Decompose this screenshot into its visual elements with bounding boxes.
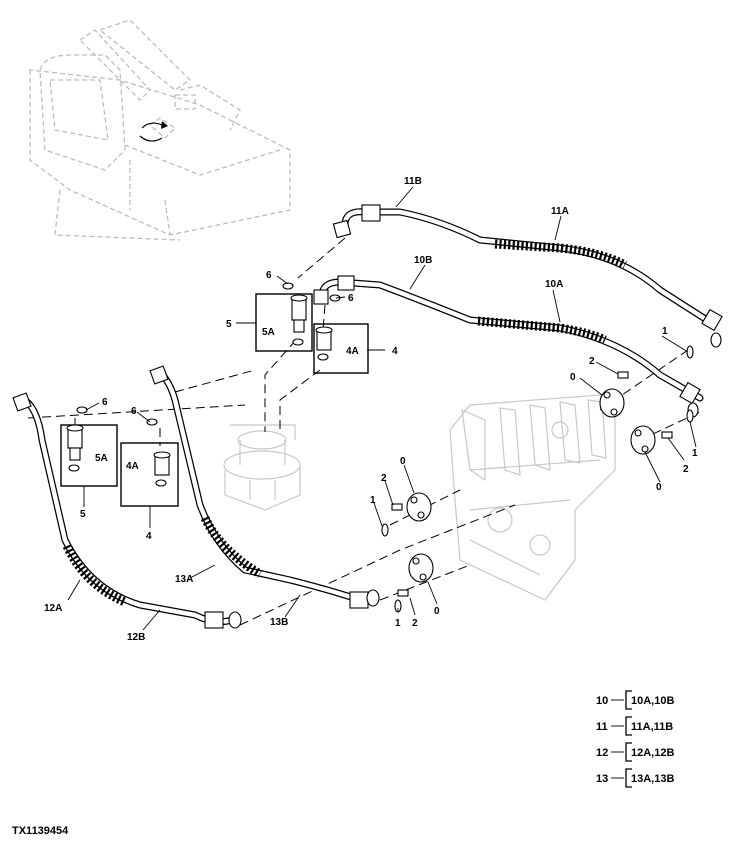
fittings (66, 282, 341, 487)
hose-12 (12, 392, 242, 629)
callout-0-middle: 0 (400, 456, 406, 467)
leader-lines (67, 186, 697, 631)
callout-0-right: 0 (656, 482, 662, 493)
legend-parts: 10A,10B (631, 695, 674, 707)
callout-10B: 10B (414, 255, 432, 266)
callout-2-lower: 2 (412, 618, 418, 629)
legend-parts: 13A,13B (631, 773, 674, 785)
callout-boxes (60, 293, 369, 507)
assembly-legend: 10 10A,10B 11 11A,11B 12 12A,12B 13 13A,… (596, 690, 674, 788)
callout-0-lower: 0 (434, 606, 440, 617)
callout-1-right: 1 (692, 448, 698, 459)
callout-6-upper-left: 6 (266, 270, 272, 281)
callout-12B: 12B (127, 632, 145, 643)
callout-5A-lower: 5A (95, 453, 108, 464)
hose-10 (313, 275, 704, 418)
excavator-outline (29, 19, 291, 241)
hose-11 (332, 204, 723, 348)
callout-4A-upper: 4A (346, 346, 359, 357)
routing-lines (27, 237, 701, 626)
callout-6-lower-left: 6 (102, 397, 108, 408)
callout-13A: 13A (175, 574, 193, 585)
legend-row: 12 12A,12B (596, 742, 674, 762)
center-joint-outline (223, 424, 301, 511)
callout-5A-upper: 5A (262, 327, 275, 338)
callout-2-middle: 2 (381, 473, 387, 484)
callout-4A-lower: 4A (126, 461, 139, 472)
callout-5-upper: 5 (226, 319, 232, 330)
legend-row: 13 13A,13B (596, 768, 674, 788)
callout-11A: 11A (551, 206, 569, 217)
callout-labels: 11B 11A 10B 10A 6 6 5 5A 4A 4 1 2 0 2 1 … (44, 176, 698, 643)
callout-1-lower: 1 (395, 618, 401, 629)
flanges (381, 345, 694, 613)
callout-6-lower-right: 6 (131, 406, 137, 417)
callout-0-upper-right: 0 (570, 372, 576, 383)
legend-number: 10 (596, 695, 608, 707)
callout-10A: 10A (545, 279, 563, 290)
legend-row: 10 10A,10B (596, 690, 674, 710)
callout-1-upper-right: 1 (662, 326, 668, 337)
callout-12A: 12A (44, 603, 62, 614)
legend-parts: 11A,11B (631, 721, 673, 733)
detail-arrow-icon (139, 121, 168, 142)
callout-5-lower: 5 (80, 509, 86, 520)
callout-6-upper-right: 6 (348, 293, 354, 304)
legend-number: 12 (596, 747, 608, 759)
figure-id: TX1139454 (12, 825, 69, 837)
legend-number: 13 (596, 773, 608, 785)
control-valve-outline (449, 394, 616, 601)
legend-number: 11 (596, 721, 608, 733)
callout-4-upper: 4 (392, 346, 398, 357)
callout-4-lower: 4 (146, 531, 152, 542)
callout-13B: 13B (270, 617, 288, 628)
hose-13 (149, 365, 380, 609)
callout-11B: 11B (404, 176, 422, 187)
legend-row: 11 11A,11B (596, 716, 673, 736)
legend-parts: 12A,12B (631, 747, 674, 759)
callout-2-right: 2 (683, 464, 689, 475)
callout-2-upper-right: 2 (589, 356, 595, 367)
callout-1-middle: 1 (370, 495, 376, 506)
